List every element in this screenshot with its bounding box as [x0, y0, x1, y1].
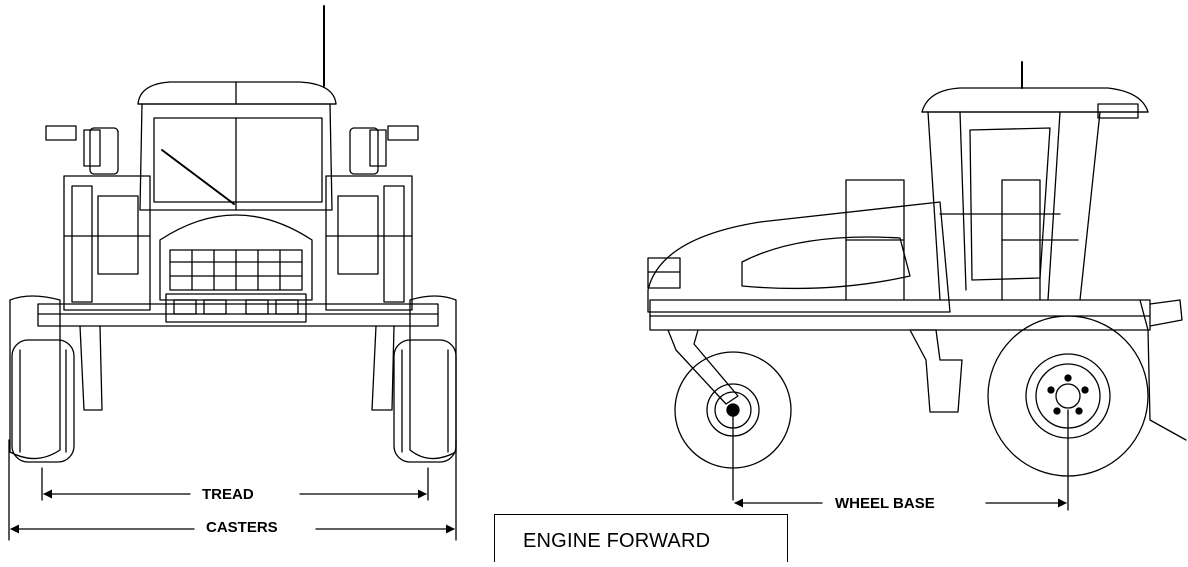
right-caster-arm	[371, 325, 395, 411]
hood-panel	[741, 236, 911, 290]
side-door-window	[969, 127, 1051, 281]
right-caster-tire	[393, 339, 457, 463]
side-caster-arm	[667, 329, 739, 405]
side-light	[1097, 103, 1139, 119]
rear-frame	[1139, 299, 1187, 441]
left-handrail	[63, 175, 151, 311]
rear-hitch	[1149, 299, 1183, 327]
right-handrail	[325, 175, 413, 311]
step	[909, 329, 963, 413]
right-light	[387, 125, 419, 141]
headlights	[647, 257, 681, 289]
engine-forward-box: ENGINE FORWARD	[494, 514, 788, 562]
rear-drive-wheel	[987, 315, 1149, 477]
front-axle	[37, 303, 439, 327]
left-caster-arm	[79, 325, 103, 411]
wiper	[161, 149, 235, 205]
left-caster-tire	[11, 339, 75, 463]
chassis	[649, 299, 1151, 331]
cab-roof	[137, 81, 337, 105]
left-light	[45, 125, 77, 141]
engine-forward-label: ENGINE FORWARD	[523, 530, 711, 552]
windshield	[153, 117, 323, 203]
hood	[159, 214, 313, 301]
front-view	[8, 5, 457, 541]
wheel-base-label: WHEEL BASE	[829, 495, 941, 513]
side-cab-roof	[921, 87, 1149, 113]
side-view	[647, 61, 1187, 511]
tread-label: TREAD	[196, 486, 260, 504]
engine-hood	[647, 201, 951, 313]
left-caster-tire-back	[9, 295, 61, 460]
side-cab-frame	[927, 111, 1101, 301]
right-caster-tire-back	[409, 295, 457, 460]
casters-label: CASTERS	[200, 519, 284, 537]
